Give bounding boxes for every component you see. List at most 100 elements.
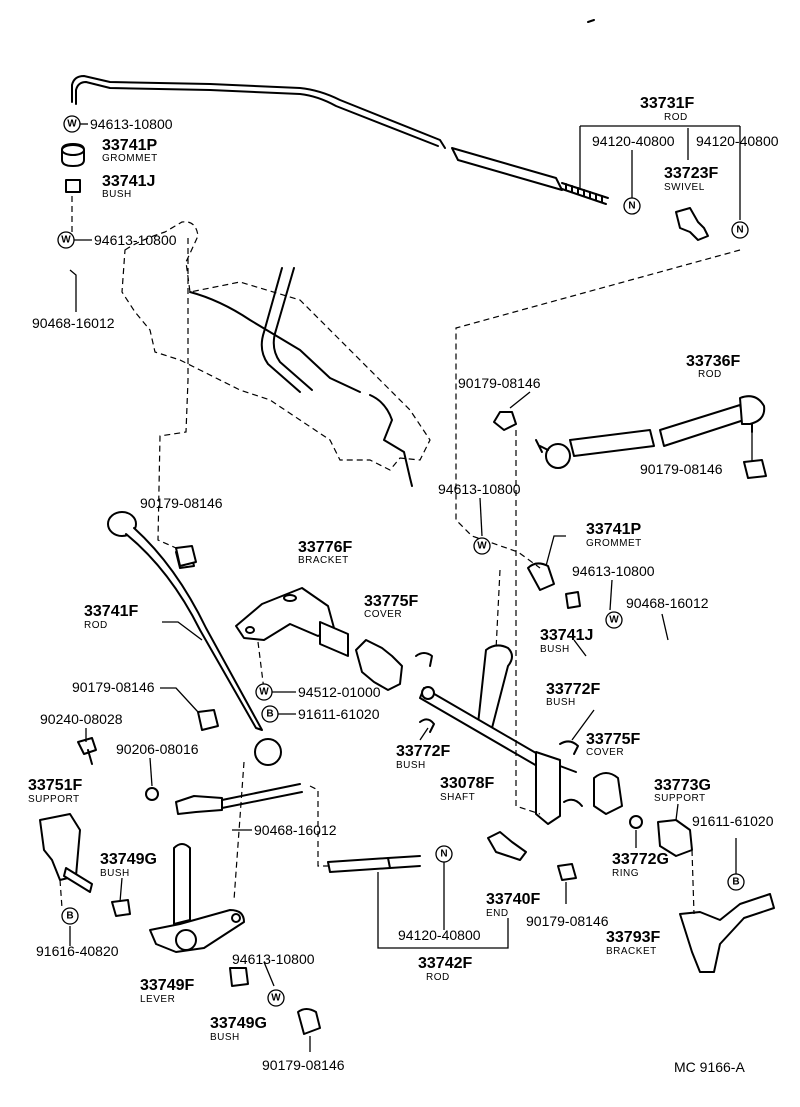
part-number-33772f: 33772F <box>396 743 450 760</box>
part-number-90206-08016: 90206-08016 <box>116 741 199 757</box>
diagram-code: MC 9166-A <box>674 1059 745 1075</box>
part-number-90468-16012: 90468-16012 <box>626 595 709 611</box>
part-number-90240-08028: 90240-08028 <box>40 711 123 727</box>
part-number-33772g: 33772G <box>612 851 669 868</box>
part-labels: 94613-10800 33741P GROMMET 33741J BUSH 9… <box>28 95 779 1075</box>
bracket-33793f-shape <box>679 893 775 973</box>
lever-33749f-drawing <box>111 843 245 953</box>
washer-icon: W <box>605 611 623 629</box>
part-name-support: SUPPORT <box>654 793 706 804</box>
part-name-grommet: GROMMET <box>586 538 642 549</box>
part-number-91616-40820: 91616-40820 <box>36 943 119 959</box>
part-number-90179-08146: 90179-08146 <box>72 679 155 695</box>
part-number-33078f: 33078F <box>440 775 494 792</box>
part-number-33776f: 33776F <box>298 539 352 556</box>
part-number-33742f: 33742F <box>418 955 472 972</box>
leader-lines <box>69 123 753 1052</box>
part-name-bush: BUSH <box>546 697 576 708</box>
part-number-91611-61020: 91611-61020 <box>692 813 774 829</box>
part-number-33741f: 33741F <box>84 603 138 620</box>
rod-33742f-shape <box>327 857 391 873</box>
part-number-90468-16012: 90468-16012 <box>254 822 337 838</box>
part-name-grommet: GROMMET <box>102 153 158 164</box>
swivel-shape <box>675 207 709 241</box>
part-number-94613-10800: 94613-10800 <box>90 116 173 132</box>
part-number-94613-10800: 94613-10800 <box>572 563 655 579</box>
transmission-housing-drawing <box>121 221 431 487</box>
assembly-guide-lines <box>59 196 741 915</box>
part-number-90179-08146: 90179-08146 <box>640 461 723 477</box>
bolt-icon: B <box>727 873 745 891</box>
part-number-33775f: 33775F <box>586 731 640 748</box>
rod-33731f-drawing <box>71 75 609 205</box>
part-name-rod: ROD <box>664 112 688 123</box>
part-number-33749f: 33749F <box>140 977 194 994</box>
part-number-91611-61020: 91611-61020 <box>298 706 380 722</box>
part-symbols: W W N N W W W B N B B W <box>57 115 749 1007</box>
svg-text:N: N <box>736 225 743 236</box>
part-number-33740f: 33740F <box>486 891 540 908</box>
svg-text:W: W <box>477 541 487 552</box>
part-number-33749g: 33749G <box>100 851 157 868</box>
bolt-icon: B <box>61 907 79 925</box>
part-number-33793f: 33793F <box>606 929 660 946</box>
nut-icon: N <box>731 221 749 239</box>
nut-icon: N <box>435 845 453 863</box>
part-name-rod: ROD <box>84 620 108 631</box>
part-number-94120-40800: 94120-40800 <box>398 927 481 943</box>
part-number-33723f: 33723F <box>664 165 718 182</box>
part-name-lever: LEVER <box>140 994 175 1005</box>
rod-33736f-drawing <box>493 395 767 479</box>
washer-icon: W <box>255 683 273 701</box>
part-number-33751f: 33751F <box>28 777 82 794</box>
bracket-33776f-drawing <box>235 587 349 657</box>
rod-33741f-drawing <box>107 511 282 766</box>
part-name-bracket: BRACKET <box>606 946 657 957</box>
part-number-90179-08146: 90179-08146 <box>526 913 609 929</box>
part-number-33775f: 33775F <box>364 593 418 610</box>
washer-icon: W <box>57 231 75 249</box>
part-number-33749g: 33749G <box>210 1015 267 1032</box>
part-number-94613-10800: 94613-10800 <box>438 481 521 497</box>
svg-text:W: W <box>609 615 619 626</box>
part-name-rod: ROD <box>426 972 450 983</box>
part-number-33731f: 33731F <box>640 95 694 112</box>
nut-icon: N <box>623 197 641 215</box>
part-number-33773g: 33773G <box>654 777 711 794</box>
svg-text:B: B <box>66 911 73 922</box>
part-name-rod: ROD <box>698 369 722 380</box>
washer-icon: W <box>473 537 491 555</box>
bolt-icon: B <box>261 705 279 723</box>
part-number-33736f: 33736F <box>686 353 740 370</box>
svg-text:W: W <box>61 235 71 246</box>
part-number-90179-08146: 90179-08146 <box>140 495 223 511</box>
part-number-94512-01000: 94512-01000 <box>298 684 381 700</box>
washer-icon: W <box>267 989 285 1007</box>
part-number-33741p: 33741P <box>586 521 641 538</box>
part-number-33741p: 33741P <box>102 137 157 154</box>
part-name-bush: BUSH <box>210 1032 240 1043</box>
svg-text:B: B <box>732 877 739 888</box>
part-number-33772f: 33772F <box>546 681 600 698</box>
part-name-cover: COVER <box>364 609 402 620</box>
part-number-94613-10800: 94613-10800 <box>232 951 315 967</box>
part-number-94120-40800: 94120-40800 <box>592 133 675 149</box>
part-name-ring: RING <box>612 868 639 879</box>
svg-text:N: N <box>628 201 635 212</box>
washer-icon: W <box>63 115 81 133</box>
svg-text:W: W <box>259 687 269 698</box>
part-number-90468-16012: 90468-16012 <box>32 315 115 331</box>
support-33751f-shape <box>39 813 81 881</box>
bush-shape <box>65 179 81 193</box>
part-name-shaft: SHAFT <box>440 792 475 803</box>
part-number-94613-10800: 94613-10800 <box>94 232 177 248</box>
svg-text:W: W <box>67 119 77 130</box>
svg-text:B: B <box>266 709 273 720</box>
part-name-bush: BUSH <box>100 868 130 879</box>
part-name-support: SUPPORT <box>28 794 80 805</box>
part-drawings <box>39 19 775 1035</box>
part-number-90179-08146: 90179-08146 <box>262 1057 345 1073</box>
shaft-33078f-drawing <box>419 644 577 825</box>
part-name-bush: BUSH <box>102 189 132 200</box>
